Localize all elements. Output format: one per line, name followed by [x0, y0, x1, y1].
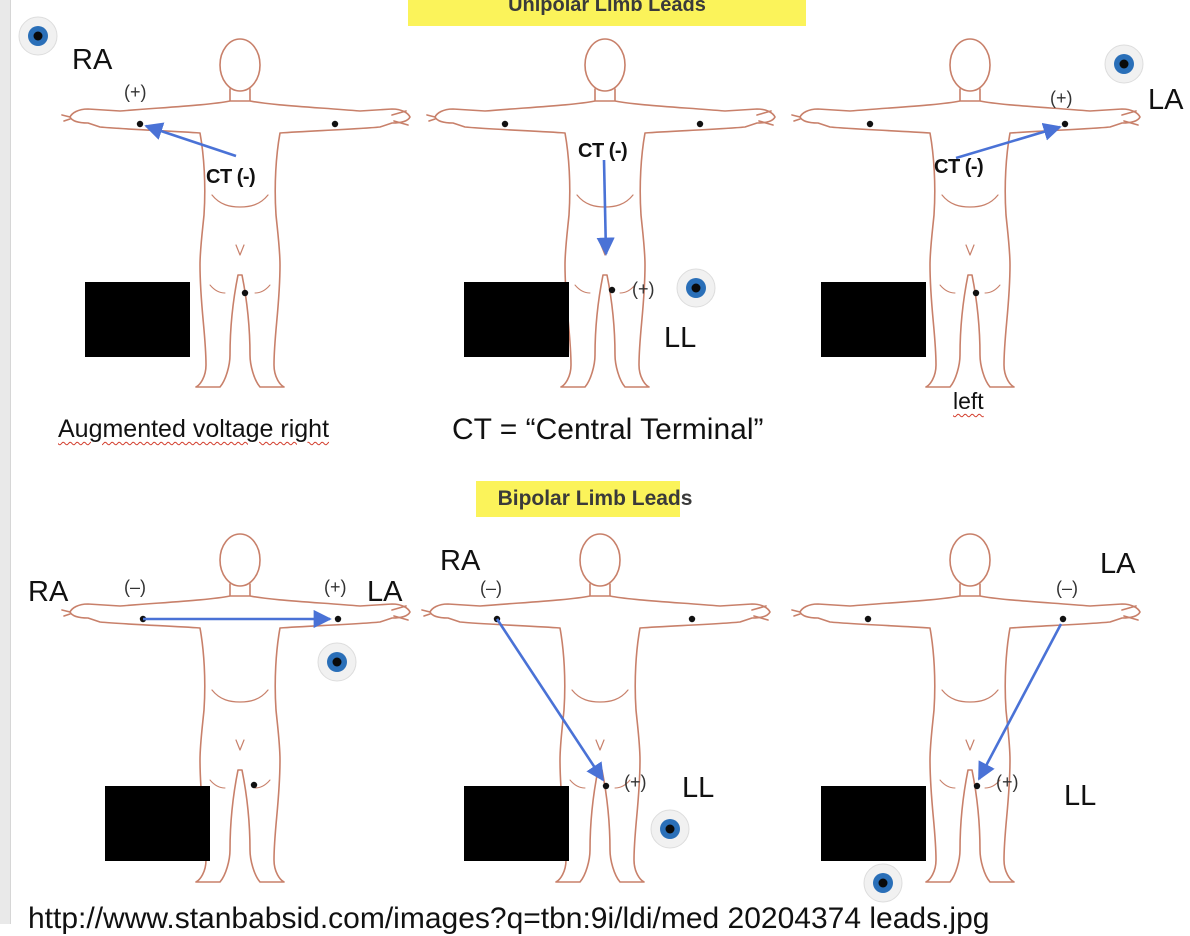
unipolar-title: Unipolar Limb Leads — [408, 0, 806, 26]
bipolar-title: Bipolar Limb Leads — [470, 481, 720, 517]
redaction-box — [821, 786, 926, 861]
polarity-plus: (+) — [124, 82, 147, 102]
electrode-label-ra: RA — [72, 44, 113, 76]
left-margin-rule — [0, 0, 11, 924]
polarity-plus: (+) — [324, 577, 347, 597]
polarity-minus: (–) — [480, 578, 502, 598]
bipolar-title-text: Bipolar Limb Leads — [497, 487, 693, 510]
polarity-plus: (+) — [632, 279, 655, 299]
central-terminal-label: CT (-) — [934, 156, 984, 178]
central-terminal-label: CT (-) — [578, 140, 628, 162]
electrode-label-ll: LL — [682, 772, 715, 804]
polarity-plus: (+) — [996, 772, 1019, 792]
eye-icon[interactable] — [676, 268, 716, 308]
caption-left: left — [953, 388, 984, 415]
arrow-avf — [596, 159, 615, 256]
eye-icon[interactable] — [863, 863, 903, 903]
redaction-box — [105, 786, 210, 861]
electrode-label-la: LA — [367, 576, 403, 608]
eye-icon[interactable] — [1104, 44, 1144, 84]
eye-icon[interactable] — [650, 809, 690, 849]
polarity-plus: (+) — [1050, 88, 1073, 108]
arrow-lead-3 — [977, 623, 1063, 781]
arrow-lead-2 — [495, 618, 605, 782]
electrode-label-ra: RA — [440, 545, 481, 577]
electrode-label-la: LA — [1148, 84, 1184, 116]
electrode-dots — [136, 120, 1069, 790]
redaction-box — [85, 282, 190, 357]
polarity-minus: (–) — [1056, 578, 1078, 598]
arrow-avl — [955, 122, 1062, 160]
redaction-box — [464, 282, 569, 357]
caption-text: Augmented voltage right — [58, 415, 330, 443]
electrode-label-ll: LL — [1064, 780, 1097, 812]
eye-icon[interactable] — [18, 16, 58, 56]
redaction-box — [821, 282, 926, 357]
electrode-label-ra: RA — [28, 576, 69, 608]
arrow-avr — [144, 122, 237, 158]
electrode-label-ll: LL — [664, 322, 697, 354]
electrode-label-la: LA — [1100, 548, 1136, 580]
polarity-plus: (+) — [624, 772, 647, 792]
caption-left-text: left — [953, 388, 984, 414]
central-terminal-label: CT (-) — [206, 166, 256, 188]
redaction-box — [464, 786, 569, 861]
caption-central-terminal: CT = “Central Terminal” — [452, 413, 764, 446]
caption-augmented-voltage-right: Augmented voltage right — [58, 415, 329, 444]
source-url[interactable]: http://www.stanbabsid.com/images?q=tbn:9… — [28, 902, 990, 935]
eye-icon[interactable] — [317, 642, 357, 682]
polarity-minus: (–) — [124, 577, 146, 597]
